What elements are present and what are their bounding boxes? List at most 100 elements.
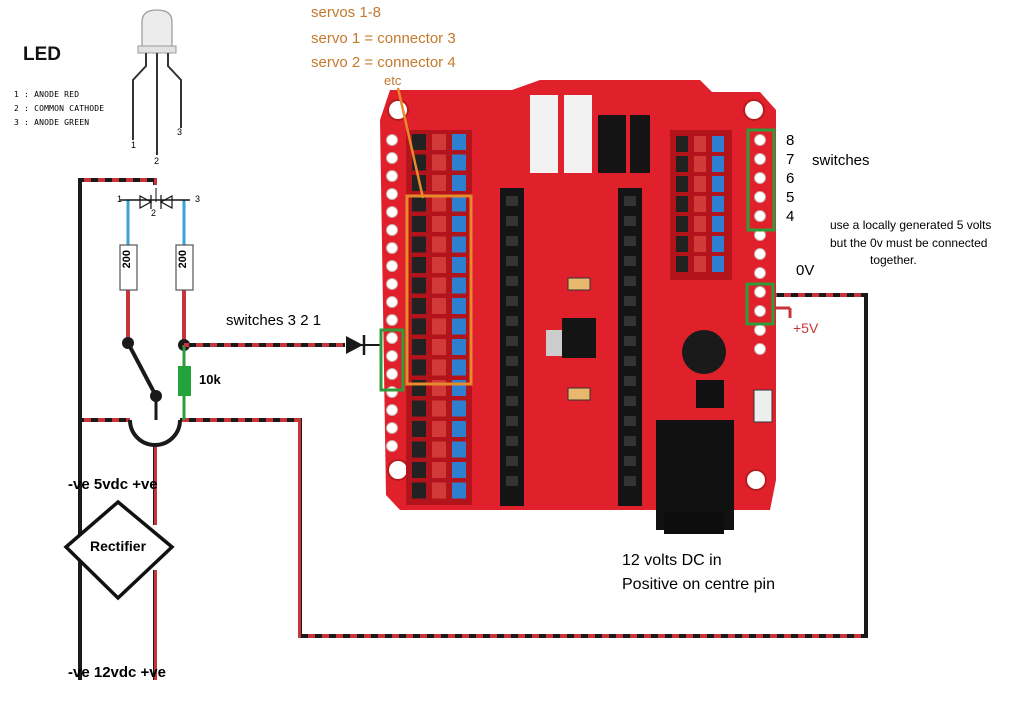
plus-5v-label: +5V bbox=[793, 320, 819, 336]
switch-number-5: 5 bbox=[786, 189, 795, 206]
socket-pin bbox=[506, 216, 518, 226]
servo-header-pin bbox=[452, 421, 466, 437]
servo-header-pin bbox=[452, 441, 466, 458]
servo-header-pin bbox=[432, 400, 446, 417]
servo-header-pin bbox=[452, 380, 466, 396]
led-title: LED bbox=[23, 44, 61, 65]
socket-pin bbox=[506, 396, 518, 406]
servo-header-pin bbox=[412, 400, 426, 417]
analog-header-pin bbox=[694, 256, 706, 272]
servo-connector-highlight bbox=[396, 87, 473, 386]
servo-header-pin bbox=[412, 421, 426, 437]
board-hole bbox=[754, 305, 766, 317]
board-hole bbox=[386, 224, 398, 236]
analog-header-pin bbox=[712, 136, 724, 152]
board-hole bbox=[386, 242, 398, 254]
servo-header-pin bbox=[452, 154, 466, 171]
socket-pin bbox=[624, 196, 636, 206]
small-pin-1: 1 bbox=[117, 194, 123, 204]
board-hole bbox=[754, 267, 766, 279]
board-hole bbox=[754, 248, 766, 260]
io-shield-board bbox=[380, 80, 776, 534]
board-hole bbox=[386, 422, 398, 434]
servo-header-pin bbox=[432, 318, 446, 335]
board-hole bbox=[754, 286, 766, 298]
servo-header-pin bbox=[452, 277, 466, 294]
analog-header-pin bbox=[694, 236, 706, 252]
resistor-200-left bbox=[119, 244, 138, 291]
servo-header-pin bbox=[432, 359, 446, 376]
led-drawing bbox=[132, 9, 187, 155]
socket-pin bbox=[624, 216, 636, 226]
analog-header-pin bbox=[712, 196, 724, 212]
servo-header-pin bbox=[432, 421, 446, 437]
board-hole bbox=[754, 210, 766, 222]
wiring bbox=[78, 178, 868, 680]
board-hole bbox=[386, 296, 398, 308]
analog-header-pin bbox=[712, 156, 724, 172]
servo-header-pin bbox=[432, 236, 446, 253]
servo-header-pin bbox=[452, 482, 466, 499]
board-hole bbox=[386, 332, 398, 344]
servo-header-pin bbox=[432, 339, 446, 355]
board-hole bbox=[386, 404, 398, 416]
led-pin-1: 1 bbox=[131, 140, 137, 150]
socket-pin bbox=[506, 416, 518, 426]
led-pin-2: 2 bbox=[154, 156, 160, 166]
analog-header-pin bbox=[712, 216, 724, 232]
servos-note-3: servo 2 = connector 4 bbox=[311, 54, 456, 71]
servo-header-pin bbox=[432, 298, 446, 314]
socket-pin bbox=[624, 456, 636, 466]
board-hole bbox=[386, 152, 398, 164]
switch-input-highlight-left bbox=[379, 328, 405, 392]
switch-number-6: 6 bbox=[786, 170, 795, 187]
analog-header-pin bbox=[676, 236, 688, 252]
led-legend-3: 3 : ANODE GREEN bbox=[14, 118, 90, 127]
servo-header-pin bbox=[432, 257, 446, 273]
socket-pin bbox=[506, 236, 518, 246]
servo-header-pin bbox=[412, 236, 426, 253]
servo-header-pin bbox=[432, 380, 446, 396]
switch-number-7: 7 bbox=[786, 151, 795, 168]
servo-header-pin bbox=[452, 175, 466, 191]
analog-header-pin bbox=[694, 156, 706, 172]
analog-header-pin bbox=[676, 156, 688, 172]
servo-header-pin bbox=[412, 134, 426, 150]
rectifier-label: Rectifier bbox=[90, 538, 147, 554]
socket-pin bbox=[506, 296, 518, 306]
servo-header-pin bbox=[412, 318, 426, 335]
servo-header-pin bbox=[432, 462, 446, 478]
socket-pin bbox=[506, 436, 518, 446]
socket-pin bbox=[624, 416, 636, 426]
analog-header-pin bbox=[694, 216, 706, 232]
board-hole bbox=[386, 314, 398, 326]
led-symbol bbox=[126, 188, 190, 210]
socket-pin bbox=[624, 316, 636, 326]
dc-in-line-2: Positive on centre pin bbox=[622, 576, 775, 593]
resistor-right-label: 200 bbox=[177, 250, 189, 269]
analog-header-pin bbox=[676, 176, 688, 192]
analog-header-pin bbox=[694, 136, 706, 152]
servo-header-pin bbox=[452, 195, 466, 212]
switches-right-label: switches bbox=[812, 152, 870, 169]
servo-header-pin bbox=[452, 318, 466, 335]
resistor-left-label: 200 bbox=[121, 250, 133, 269]
board-hole bbox=[754, 324, 766, 336]
analog-header-pin bbox=[694, 176, 706, 192]
servo-header-pin bbox=[432, 134, 446, 150]
small-pin-3: 3 bbox=[195, 194, 201, 204]
analog-header-pin bbox=[712, 236, 724, 252]
socket-pin bbox=[624, 236, 636, 246]
board-hole bbox=[754, 343, 766, 355]
servo-header-pin bbox=[452, 134, 466, 150]
socket-pin bbox=[506, 456, 518, 466]
board-hole bbox=[386, 368, 398, 380]
servo-header-pin bbox=[432, 216, 446, 232]
supply-note-2: but the 0v must be connected bbox=[830, 236, 988, 250]
servo-header-pin bbox=[452, 216, 466, 232]
socket-pin bbox=[624, 376, 636, 386]
led-legend-1: 1 : ANODE RED bbox=[14, 90, 80, 99]
analog-header-pin bbox=[694, 196, 706, 212]
board-hole bbox=[386, 134, 398, 146]
switch-number-4: 4 bbox=[786, 208, 795, 225]
